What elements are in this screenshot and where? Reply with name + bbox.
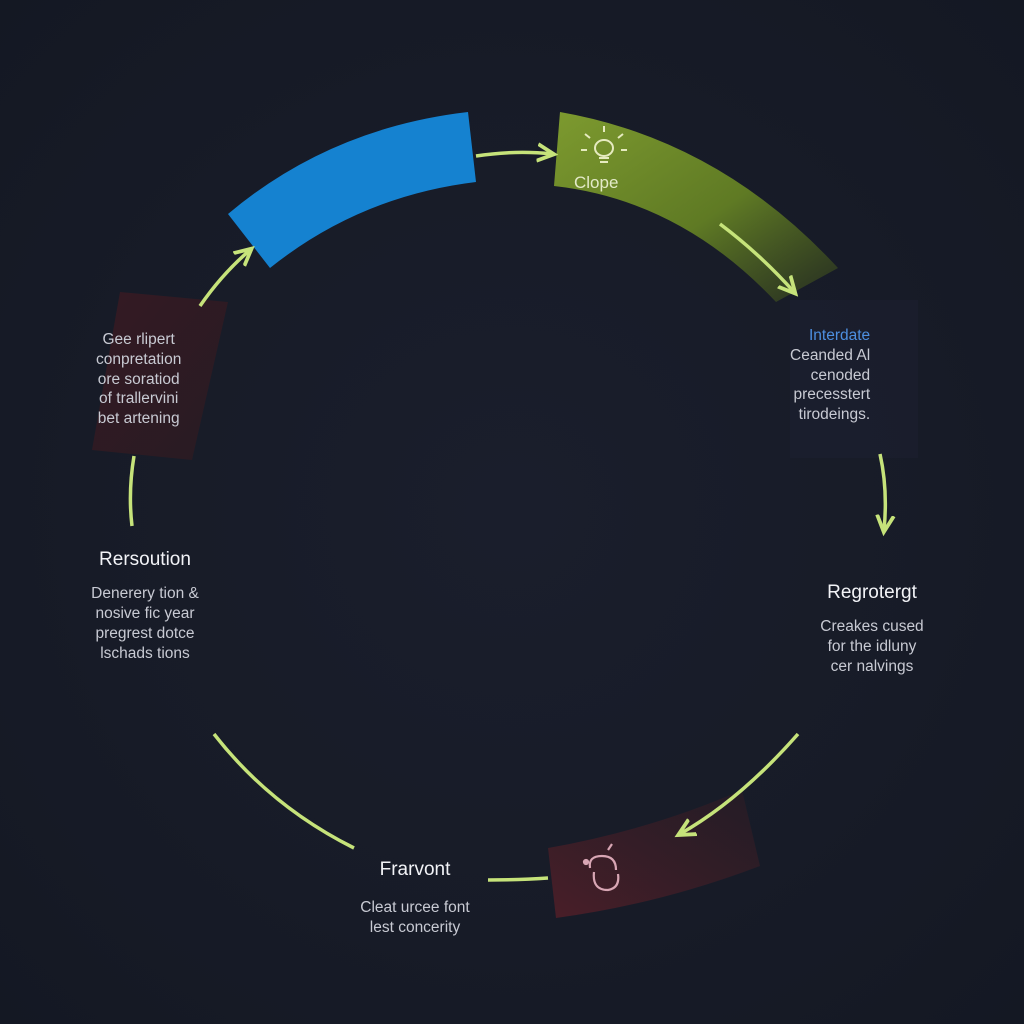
blue-segment [228,112,476,268]
bottom-node-line: Cleat urcee font [360,899,470,917]
mouse-hand-icon [582,843,620,892]
arrow-green-to-right [718,222,794,292]
arrow-left-to-blue [198,250,250,307]
arrow-bottom-to-left [212,732,355,850]
bottom-node-title: Frarvont [379,859,451,880]
lightbulb-icon [581,126,627,163]
arrow-right-down [880,453,885,530]
right-node-line: cer nalvings [830,657,914,675]
arrow-right-to-bottom [680,732,800,834]
left-panel-background [92,292,228,460]
right-panel-heading: Interdate [808,327,871,344]
right-node: Regrotergt Creakes cused for the idluny … [792,581,952,677]
left-panel: Gee rlipert conpretation ore soratiod of… [96,330,181,429]
right-panel-line: tirodeings. [798,406,871,424]
left-panel-line: of trallervini [99,390,179,408]
right-panel-line: cenoded [810,366,871,384]
right-node-line: Creakes cused [820,618,924,636]
arrow-blue-to-green [475,152,552,156]
left-panel-line: Gee rlipert [102,331,175,348]
right-panel: Interdate Ceanded Al cenoded precesstert… [790,326,870,425]
left-node-line: nosive fic year [95,605,195,623]
segment-label: Clope [574,173,619,192]
left-node-line: pregrest dotce [95,624,195,642]
right-panel-background [790,300,918,458]
green-segment [554,112,838,302]
right-panel-line: precesstert [793,386,871,404]
bottom-node-line: lest concerity [369,919,461,937]
arrow-left-vertical [128,455,136,527]
left-panel-line: conpretation [96,350,182,368]
right-panel-line: Ceanded Al [790,346,871,364]
left-node: Rersoution Denerery tion & nosive fic ye… [60,548,230,664]
left-node-line: Denerery tion & [91,585,199,603]
red-segment [548,790,760,918]
bottom-node: Frarvont Cleat urcee font lest concerity [340,858,490,938]
left-panel-line: bet artening [97,410,180,428]
arrow-bottom-connector [487,876,549,882]
right-node-title: Regrotergt [827,582,917,603]
left-node-line: lschads tions [100,644,190,662]
right-node-line: for the idluny [827,638,917,656]
left-node-title: Rersoution [99,549,191,570]
top-right-segment-label: Clope [574,172,618,194]
left-panel-line: ore soratiod [97,370,180,388]
